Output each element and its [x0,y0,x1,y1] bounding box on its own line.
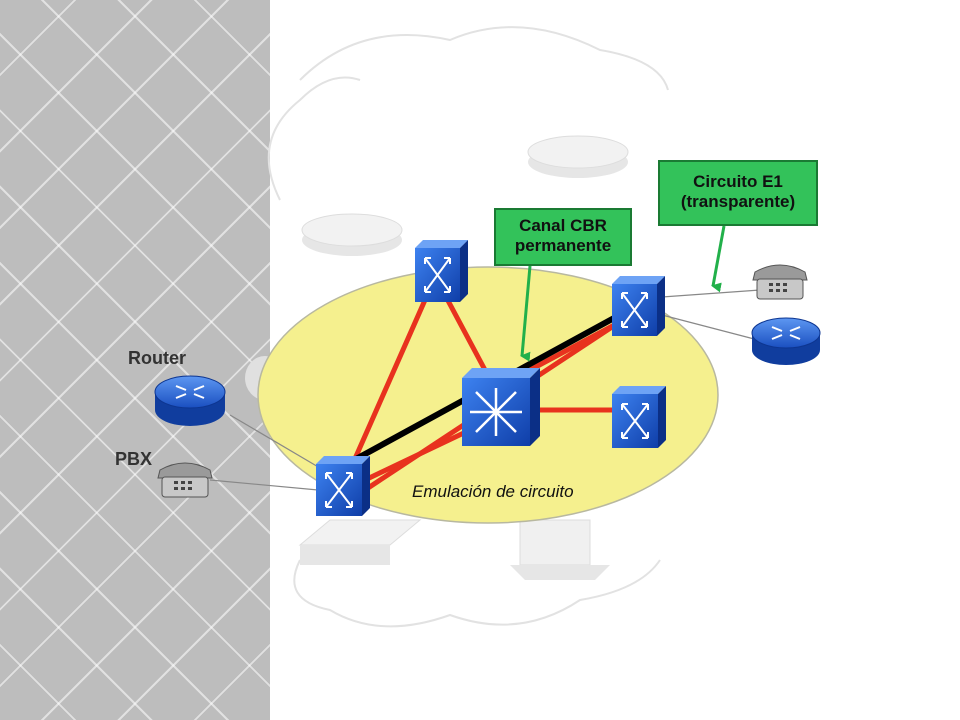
atm-switch-icon [316,456,370,516]
atm-switch-icon [612,386,666,448]
telephone-icon [752,264,808,300]
faded-router-icon [301,213,403,256]
left-decorative-panel [0,0,270,720]
faded-router-icon [527,135,629,178]
cbr-callout-line2: permanente [514,236,612,255]
cloud-background [267,26,669,628]
telephone-icon [157,462,213,498]
router-icon [751,317,821,365]
e1-callout-line2: (transparente) [680,192,796,211]
e1-callout-line1: Circuito E1 [693,172,783,191]
atm-switch-icon [612,276,665,336]
router-label: Router [128,348,186,368]
faded-computer-icon [510,519,610,580]
faded-switch-icon [298,519,422,565]
cbr-callout-line1: Canal CBR [519,216,607,235]
e1-circuit-callout: Circuito E1 (transparente) [658,160,818,226]
router-icon [154,375,226,426]
pbx-label: PBX [115,449,153,469]
cbr-channel-callout: Canal CBR permanente [494,208,632,266]
cbr-pointer-arrow [520,265,532,362]
e1-pointer-arrow [711,225,726,293]
external-links [209,289,761,491]
circuit-emulation-label: Emulación de circuito [412,482,574,501]
atm-switch-icon [462,368,540,446]
atm-switch-icon [415,240,468,302]
